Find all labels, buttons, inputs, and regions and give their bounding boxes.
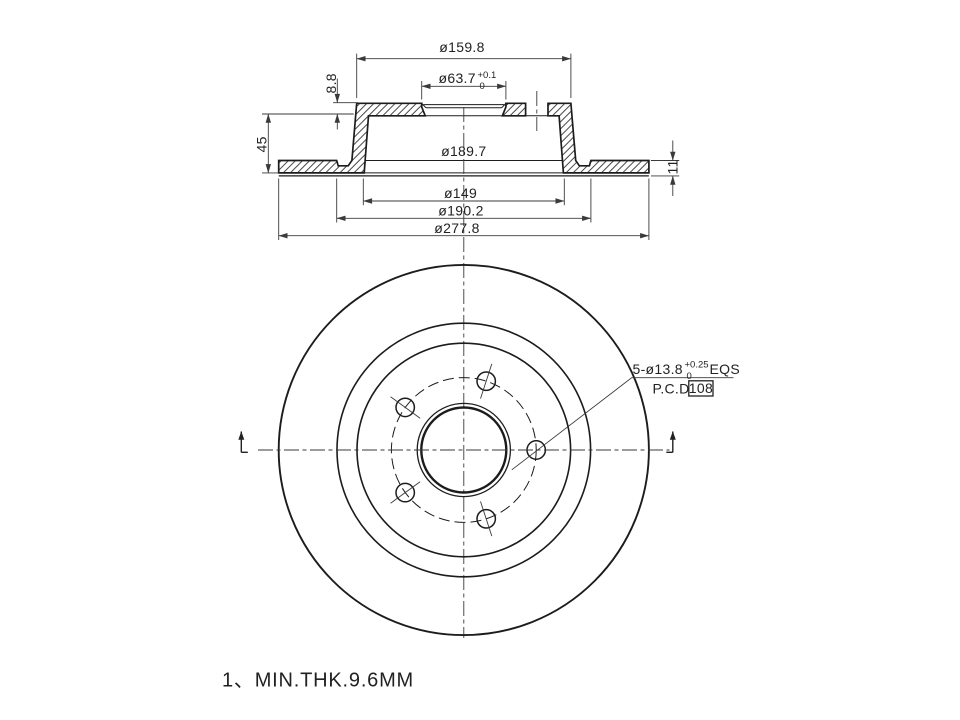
pcd-value-box <box>688 380 714 397</box>
dim-drum-inner-diameter: ø189.7 <box>441 143 486 159</box>
bolt-hole <box>476 508 497 529</box>
pcd-label: P.C.D <box>653 381 690 397</box>
dim-outer-diameter: ø277.8 <box>434 220 479 236</box>
section-right-piece <box>547 102 650 174</box>
bolt-spec-text: 5-ø13.8 <box>633 361 683 377</box>
dim-disc-thickness: 11 <box>665 159 681 174</box>
bolt-tolerance-lower: 0 <box>687 371 692 382</box>
pcd-value: 108 <box>689 380 713 396</box>
bolt-hole-callout: 5-ø13.8 +0.25 0 EQS P.C.D 108 <box>511 359 740 471</box>
bolt-spec-suffix: EQS <box>710 361 740 377</box>
dim-bore-tolerance-lower: 0 <box>480 81 485 92</box>
dimension-lines <box>265 56 676 239</box>
bolt-hole <box>395 482 416 503</box>
bolt-tolerance-upper: +0.25 <box>685 359 709 370</box>
dim-bore-diameter: ø63.7 <box>439 70 476 86</box>
dim-hat-height: 45 <box>254 136 270 152</box>
front-view: 5-ø13.8 +0.25 0 EQS P.C.D 108 <box>238 263 740 637</box>
dim-hat-outer-diameter: ø159.8 <box>439 39 484 55</box>
dim-hat-inner-diameter: ø149 <box>444 185 477 201</box>
min-thickness-note: 1、MIN.THK.9.6MM <box>222 670 414 692</box>
dim-hat-plate-thickness: 8.8 <box>323 73 339 93</box>
section-cut-indicators <box>238 431 676 453</box>
dim-bore-tolerance-upper: +0.1 <box>478 70 497 81</box>
bolt-hole <box>395 397 416 418</box>
leader-line <box>511 377 734 471</box>
section-plate-island <box>501 102 527 117</box>
section-view: ø159.8 ø63.7 +0.1 0 8.8 45 ø189.7 11 ø14… <box>254 39 681 638</box>
centerlines <box>463 91 538 638</box>
bolt-holes <box>390 363 547 537</box>
dim-hat-base-diameter: ø190.2 <box>438 203 483 219</box>
bolt-hole <box>476 371 497 392</box>
